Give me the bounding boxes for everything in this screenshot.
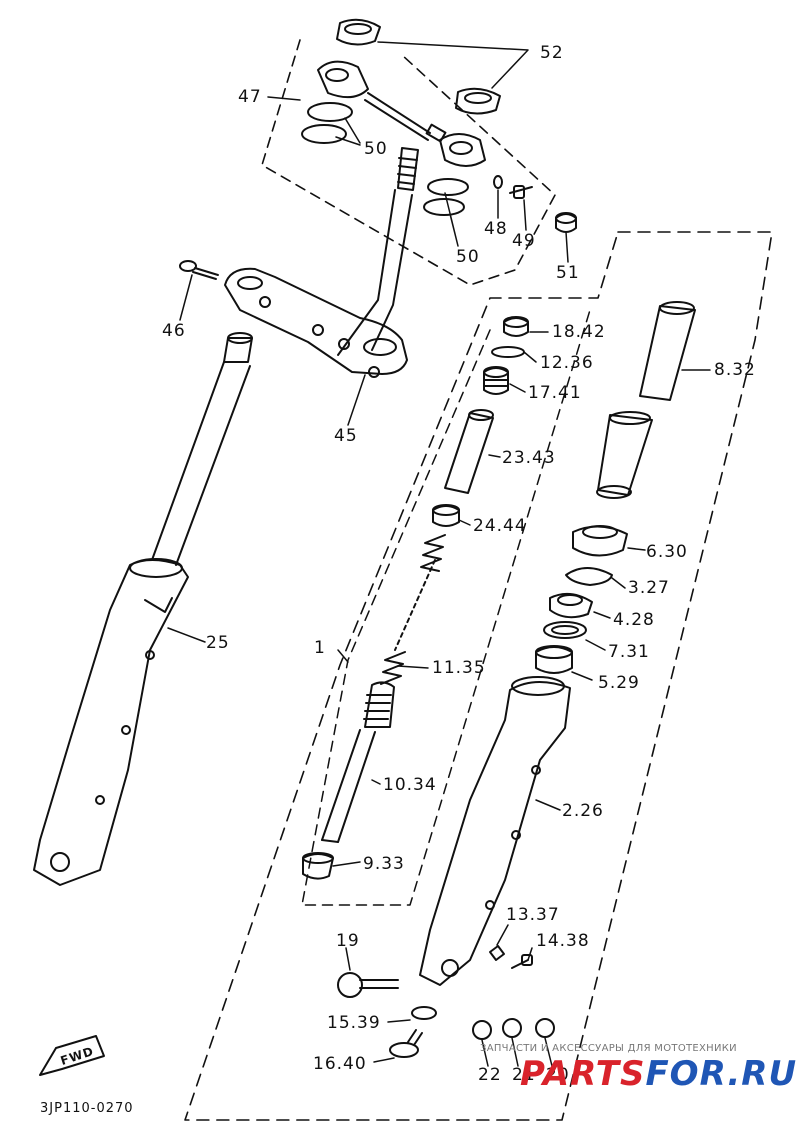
label-2-26: 2.26: [562, 801, 604, 821]
label-45: 45: [334, 426, 358, 446]
label-19: 19: [336, 931, 360, 951]
label-8-32: 8.32: [714, 360, 756, 380]
o-ring-50d: [423, 198, 465, 216]
o-ring-12: [491, 346, 525, 358]
label-7-31: 7.31: [608, 642, 650, 662]
label-4-28: 4.28: [613, 610, 655, 630]
label-11-35: 11.35: [432, 658, 486, 678]
damper-rod-10: [321, 681, 395, 843]
label-52: 52: [540, 43, 564, 63]
diagram-code: 3JP110-0270: [40, 1101, 134, 1116]
drain-bolt-14: [511, 954, 533, 969]
part-20: [535, 1018, 555, 1038]
label-22: 22: [478, 1065, 502, 1085]
lower-bracket-45: [224, 267, 408, 378]
label-6-30: 6.30: [646, 542, 688, 562]
oil-lock-9: [302, 852, 334, 880]
label-23-43: 23.43: [502, 448, 556, 468]
pin-48: [493, 175, 503, 189]
steering-stem: [337, 147, 419, 356]
o-ring-50b: [301, 124, 347, 144]
label-14-38: 14.38: [536, 931, 590, 951]
watermark-caption: ЗАПЧАСТИ И АКСЕССУАРЫ ДЛЯ МОТОТЕХНИКИ: [480, 1043, 737, 1054]
spring-11: [380, 534, 446, 685]
label-21: 21: [512, 1065, 536, 1085]
watermark-red: PARTS: [520, 1054, 646, 1094]
seat-24: [432, 504, 460, 527]
o-ring-50c: [427, 178, 469, 196]
group-47-outline: [261, 39, 556, 286]
cap-bolt-18: [503, 316, 529, 337]
inner-tube-8: [596, 301, 696, 499]
label-50-upper: 50: [364, 139, 388, 159]
label-15-39: 15.39: [327, 1013, 381, 1033]
label-5-29: 5.29: [598, 673, 640, 693]
label-12-36: 12.36: [540, 353, 594, 373]
label-24-44: 24.44: [473, 516, 527, 536]
bolt-16: [389, 1029, 423, 1058]
bolt-46: [179, 260, 219, 280]
axle-19: [337, 972, 399, 998]
washer-7: [543, 621, 587, 639]
ring-nut-52-lower: [455, 87, 501, 115]
label-48: 48: [484, 219, 508, 239]
part-21: [502, 1018, 522, 1038]
fwd-arrow-icon: [39, 1035, 105, 1076]
label-18-42: 18.42: [552, 322, 606, 342]
group-1-outline: [301, 309, 591, 906]
label-10-34: 10.34: [383, 775, 437, 795]
oil-seal-4: [549, 592, 593, 619]
group-outer-outline: [184, 231, 773, 1121]
label-49: 49: [512, 231, 536, 251]
adjuster-17: [483, 366, 509, 395]
fork-leg-25: [33, 332, 253, 886]
watermark-logo: PARTSFOR.RU: [520, 1054, 797, 1094]
part-22: [472, 1020, 492, 1040]
label-46: 46: [162, 321, 186, 341]
o-ring-50a: [307, 102, 353, 122]
label-47: 47: [238, 87, 262, 107]
label-20: 20: [546, 1065, 570, 1085]
clip-3: [565, 567, 613, 586]
ring-nut-52-top: [336, 18, 381, 46]
dust-seal-6: [572, 525, 628, 557]
label-9-33: 9.33: [363, 854, 405, 874]
label-51: 51: [556, 263, 580, 283]
part-47-assembly: [317, 60, 486, 167]
guide-bushing-5: [535, 645, 573, 674]
cap-51: [555, 212, 577, 233]
label-1: 1: [314, 638, 326, 658]
outer-tube-2: [419, 676, 571, 986]
label-3-27: 3.27: [628, 578, 670, 598]
screw-49: [509, 185, 533, 199]
label-16-40: 16.40: [313, 1054, 367, 1074]
washer-13: [489, 945, 505, 961]
washer-15: [411, 1006, 437, 1020]
label-50-lower: 50: [456, 247, 480, 267]
watermark-blue: FOR.RU: [645, 1054, 798, 1094]
spacer-23: [444, 409, 494, 494]
label-13-37: 13.37: [506, 905, 560, 925]
label-17-41: 17.41: [528, 383, 582, 403]
label-25: 25: [206, 633, 230, 653]
